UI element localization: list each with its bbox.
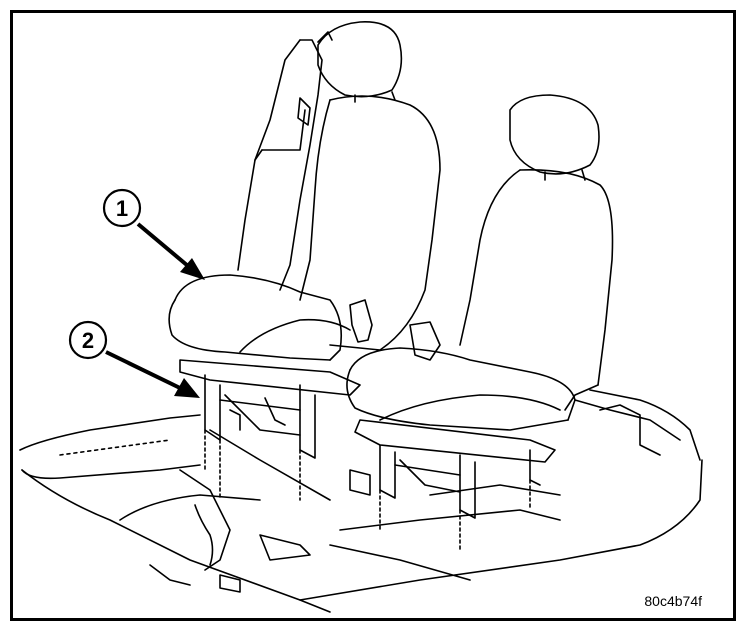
callout-1-label: 1 bbox=[116, 196, 128, 221]
right-seat-back bbox=[459, 94, 614, 411]
left-seat-back bbox=[237, 21, 441, 351]
floor-pan bbox=[19, 389, 703, 613]
callout-2-arrowhead bbox=[174, 378, 200, 398]
left-seat-riser bbox=[179, 359, 361, 501]
right-seat-riser bbox=[354, 419, 556, 551]
callout-1-leader bbox=[136, 222, 190, 268]
callout-2: 2 bbox=[68, 320, 200, 398]
callout-2-label: 2 bbox=[82, 328, 94, 353]
callout-2-circle bbox=[68, 320, 108, 360]
callout-2-leader bbox=[105, 350, 181, 390]
left-seat-cushion bbox=[168, 274, 351, 361]
seat-belt-buckle bbox=[349, 299, 441, 361]
figure-code: 80c4b74f bbox=[644, 593, 702, 609]
right-seat-cushion bbox=[346, 347, 576, 431]
callout-1-arrowhead bbox=[180, 258, 205, 280]
callout-1: 1 bbox=[102, 188, 205, 280]
diagram-frame bbox=[10, 10, 736, 621]
callout-1-circle bbox=[102, 188, 142, 228]
